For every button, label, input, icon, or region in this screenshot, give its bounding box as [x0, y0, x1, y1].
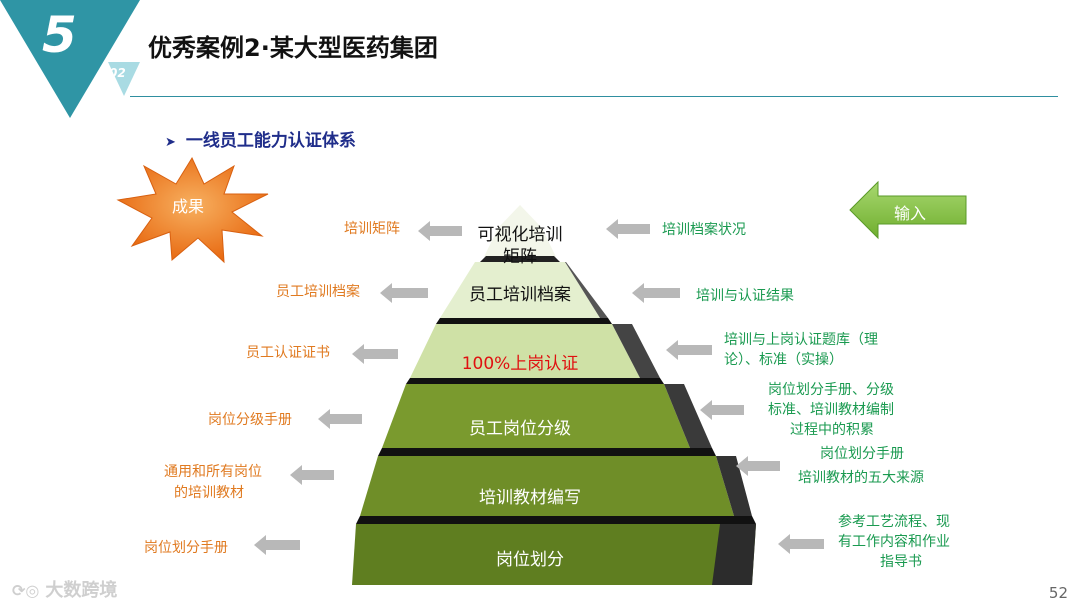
right-label-4b: 标准、培训教材编制	[768, 400, 894, 420]
right-label-5a: 岗位划分手册	[820, 444, 904, 464]
tier-label-5: 培训教材编写	[455, 483, 605, 508]
right-label-4c: 过程中的积累	[790, 420, 874, 440]
watermark-text: 大数跨境	[45, 580, 117, 601]
tier-label-2: 员工培训档案	[455, 280, 585, 305]
right-label-3a: 培训与上岗认证题库（理	[724, 330, 878, 350]
right-label-3b: 论）、标准（实操）	[724, 350, 843, 370]
tier-label-6: 岗位划分	[465, 545, 595, 570]
watermark: ⟳◎ 大数跨境	[12, 576, 117, 602]
slide-number: 52	[1049, 584, 1068, 602]
left-label-materials-2: 的培训教材	[120, 483, 244, 504]
right-label-2: 培训与认证结果	[696, 286, 794, 306]
right-label-6a: 参考工艺流程、现	[838, 512, 950, 532]
left-label-training-matrix: 培训矩阵	[300, 219, 400, 240]
tier-label-4: 员工岗位分级	[455, 414, 585, 439]
tier-label-3: 100%上岗认证	[455, 349, 585, 374]
left-label-training-file: 员工培训档案	[230, 282, 360, 303]
tier-label-1: 可视化培训矩阵	[470, 224, 570, 268]
right-label-6c: 指导书	[880, 552, 922, 572]
left-label-certificate: 员工认证证书	[200, 343, 330, 364]
watermark-logo-icon: ⟳◎	[12, 581, 39, 600]
right-label-4a: 岗位划分手册、分级	[768, 380, 894, 400]
left-label-materials-1: 通用和所有岗位	[120, 462, 262, 483]
right-label-5b: 培训教材的五大来源	[798, 468, 924, 488]
right-label-6b: 有工作内容和作业	[838, 532, 950, 552]
left-label-grade-manual: 岗位分级手册	[160, 410, 292, 431]
left-label-division-manual: 岗位划分手册	[110, 538, 228, 559]
right-label-1: 培训档案状况	[662, 220, 746, 240]
